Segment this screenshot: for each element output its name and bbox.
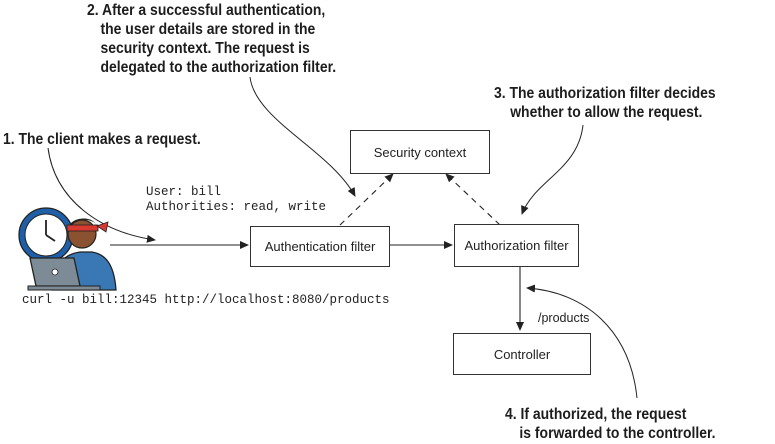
user-label: User: bill (146, 185, 222, 199)
authorities-label: Authorities: read, write (146, 200, 327, 214)
callout-note-step4: 4. If authorized, the request is forward… (505, 405, 716, 443)
note-line: 1. The client makes a request. (3, 131, 201, 148)
callout-step2 (249, 76, 356, 197)
callout-step4 (526, 284, 638, 399)
callout-step3 (521, 124, 584, 215)
callout-note-step1: 1. The client makes a request. (3, 130, 201, 149)
store-context-dashed-arrow (339, 173, 394, 226)
controller-label: Controller (493, 346, 551, 362)
curl-command: curl -u bill:12345 http://localhost:8080… (22, 293, 390, 307)
callout-note-step3: 3. The authorization filter decides whet… (494, 84, 716, 122)
credentials-label: User: bill Authorities: read, write (146, 185, 326, 215)
note-line: delegated to the authorization filter. (100, 59, 337, 76)
products-path-label: /products (538, 311, 590, 325)
security-context-label: Security context (373, 144, 467, 160)
note-line: security context. The request is (100, 40, 310, 57)
callout-note-step2: 2. After a successful authentication, th… (87, 1, 336, 77)
note-line: whether to allow the request. (510, 104, 703, 121)
note-line: 4. If authorized, the request (505, 406, 687, 423)
read-context-dashed-arrow (445, 173, 501, 226)
authorization-filter-box: Authorization filter (454, 224, 579, 267)
security-context-box: Security context (350, 130, 490, 174)
client-user-icon (18, 207, 117, 291)
note-line: 3. The authorization filter decides (494, 85, 716, 102)
authentication-filter-label: Authentication filter (264, 239, 376, 254)
callout-step1 (47, 147, 156, 243)
authorization-filter-label: Authorization filter (464, 238, 569, 253)
authentication-filter-box: Authentication filter (250, 226, 390, 267)
note-line: the user details are stored in the (100, 21, 316, 38)
note-line: is forwarded to the controller. (519, 425, 716, 442)
controller-box: Controller (453, 333, 591, 375)
note-line: 2. After a successful authentication, (87, 2, 326, 19)
